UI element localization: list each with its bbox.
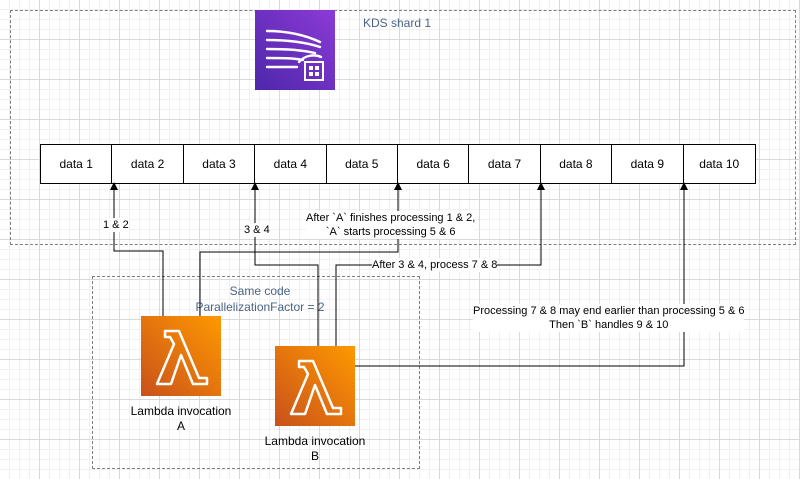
edge-label-a-second-line1: After `A` finishes processing 1 & 2, <box>306 212 476 224</box>
data-record-9[interactable]: data 9 <box>612 145 684 183</box>
lambda-icon <box>155 329 209 386</box>
kinesis-data-streams-icon[interactable] <box>255 10 335 90</box>
data-record-3[interactable]: data 3 <box>184 145 256 183</box>
edge-a-first[interactable] <box>110 182 164 316</box>
data-record-6[interactable]: data 6 <box>398 145 470 183</box>
lambda-b-label-line2: B <box>310 449 319 463</box>
edge-label-b-third-line2: Then `B` handles 9 & 10 <box>549 319 669 331</box>
edge-a-second[interactable] <box>199 182 402 316</box>
edge-label-b-third: Processing 7 & 8 may end earlier than pr… <box>473 304 745 332</box>
data-record-7[interactable]: data 7 <box>469 145 541 183</box>
data-record-4[interactable]: data 4 <box>255 145 327 183</box>
lambda-invocation-b-icon[interactable] <box>275 346 355 426</box>
lambda-group-label-line2: ParallelizationFactor = 2 <box>195 300 325 314</box>
shard-label: KDS shard 1 <box>363 16 432 30</box>
edge-b-first[interactable] <box>251 182 319 346</box>
data-record-8[interactable]: data 8 <box>541 145 613 183</box>
lambda-icon <box>289 359 343 416</box>
lambda-group-label-line1: Same code <box>229 284 291 298</box>
lambda-invocation-a-icon[interactable] <box>141 316 221 396</box>
lambda-a-label-line2: A <box>176 419 185 433</box>
data-record-5[interactable]: data 5 <box>327 145 398 183</box>
edge-label-a-first: 1 & 2 <box>103 218 129 232</box>
shard-group <box>10 10 796 245</box>
kinesis-icon-glyph <box>265 29 324 81</box>
lambda-invocation-a-label: Lambda invocation A <box>121 404 241 434</box>
edge-label-a-second-line2: `A` starts processing 5 & 6 <box>325 226 456 238</box>
lambda-invocation-b-label: Lambda invocation B <box>255 434 375 464</box>
edge-label-b-second: After 3 & 4, process 7 & 8 <box>372 258 498 272</box>
edge-label-b-first: 3 & 4 <box>244 223 270 237</box>
lambda-group <box>92 276 420 469</box>
data-record-10[interactable]: data 10 <box>699 157 740 171</box>
edge-label-b-third-line1: Processing 7 & 8 may end earlier than pr… <box>473 305 745 317</box>
edge-b-third[interactable] <box>355 182 688 367</box>
lambda-b-label-line1: Lambda invocation <box>264 434 366 448</box>
data-record-2[interactable]: data 2 <box>112 145 184 183</box>
lambda-group-label: Same code ParallelizationFactor = 2 <box>180 283 340 315</box>
edge-label-a-second: After `A` finishes processing 1 & 2, `A`… <box>306 211 476 239</box>
data-record-1[interactable]: data 1 <box>41 145 113 183</box>
lambda-a-label-line1: Lambda invocation <box>130 404 232 418</box>
